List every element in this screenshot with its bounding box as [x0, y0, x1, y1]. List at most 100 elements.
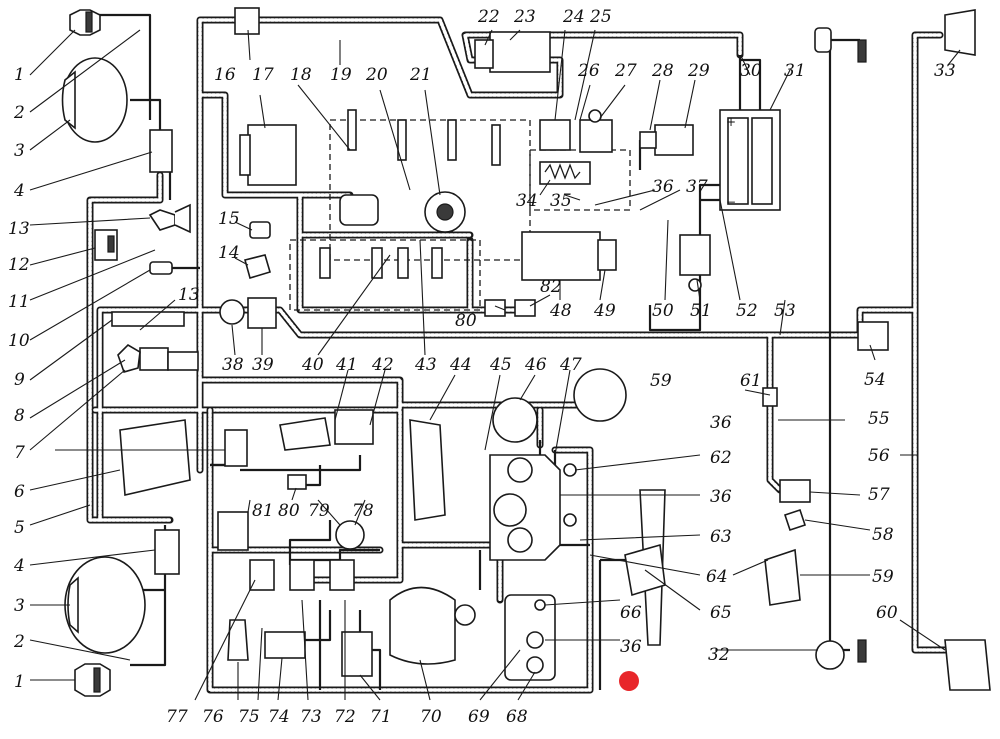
label: 1 [14, 672, 25, 692]
wiper-44 [409, 419, 446, 521]
regulator-26 [579, 109, 613, 153]
label: 36 [652, 177, 674, 197]
label: 38 [222, 355, 244, 375]
label: 26 [577, 61, 600, 81]
label: 24 [562, 7, 585, 27]
label: 16 [214, 65, 236, 85]
label: 8 [14, 406, 25, 426]
headlamp-70 [389, 586, 476, 665]
label: 25 [589, 7, 612, 27]
sensor-10 [149, 261, 200, 275]
headlamp-top [61, 57, 128, 143]
label: 3 [14, 596, 25, 616]
relay-8 [117, 343, 199, 373]
label: 50 [652, 301, 674, 321]
label: 22 [477, 7, 500, 27]
starter-48 [521, 231, 617, 281]
switch-38-39 [219, 297, 277, 329]
label-group-left: 1 2 3 4 13 12 11 10 9 8 7 6 5 4 3 2 1 [8, 65, 30, 692]
switch-74 [264, 631, 306, 659]
sensor-79 [335, 520, 365, 550]
label: 14 [218, 243, 240, 263]
label: 82 [540, 277, 562, 297]
label: 46 [524, 355, 547, 375]
spark-plugs-18 [347, 109, 501, 166]
label-group-bottom: 80 81 79 78 77 76 75 74 73 72 71 70 69 6… [166, 501, 528, 727]
sensor-15 [249, 221, 271, 239]
label: 68 [506, 707, 528, 727]
label: 65 [710, 603, 732, 623]
label: 28 [651, 61, 674, 81]
label: 13 [178, 285, 200, 305]
switch-54 [857, 321, 889, 351]
pump-51 [679, 234, 711, 292]
label: 73 [300, 707, 322, 727]
label: 51 [690, 301, 712, 321]
label: 49 [593, 301, 616, 321]
label: 5 [14, 518, 25, 538]
fuse-blocks-72-77 [249, 559, 355, 591]
label: 23 [513, 7, 536, 27]
label: 17 [252, 65, 274, 85]
label: 63 [710, 527, 732, 547]
svg-text:−: − [726, 195, 736, 209]
label: 41 [335, 355, 358, 375]
label: 33 [934, 61, 956, 81]
connector-61 [762, 387, 778, 407]
label: 77 [166, 707, 188, 727]
label: 75 [238, 707, 260, 727]
label: 19 [330, 65, 352, 85]
label: 15 [218, 209, 240, 229]
label: 59 [872, 567, 894, 587]
relay-57 [779, 479, 811, 503]
label-group-top: 16 17 18 19 20 21 22 23 24 25 26 27 28 2… [214, 7, 956, 85]
label: 64 [706, 567, 728, 587]
label: 10 [8, 331, 30, 351]
label: 45 [489, 355, 512, 375]
vent-grille-59 [573, 368, 627, 422]
label-group-middle: 15 14 13 38 39 40 41 42 43 80 82 48 49 5… [178, 209, 886, 390]
label: 13 [8, 219, 30, 239]
label: 40 [301, 355, 324, 375]
label: 55 [868, 409, 890, 429]
label: 21 [409, 65, 432, 85]
label: 66 [620, 603, 642, 623]
label: 1 [14, 65, 25, 85]
label: 9 [14, 370, 25, 390]
label: 2 [13, 632, 25, 652]
ignition-coil-20 [339, 194, 379, 226]
starter-23 [474, 31, 551, 73]
label: 56 [868, 446, 890, 466]
label: 78 [352, 501, 374, 521]
junction-block-top [149, 129, 173, 173]
dashed-enclosures [289, 119, 631, 311]
headlamp-bottom [64, 556, 146, 654]
gauge-81 [217, 511, 249, 551]
switch-58 [783, 508, 807, 532]
label: 76 [202, 707, 224, 727]
connector-80-lower [287, 474, 307, 490]
label: 39 [252, 355, 274, 375]
label: 80 [455, 311, 477, 331]
ground-post-top [814, 27, 867, 63]
leader-lines [29, 29, 961, 701]
label: 59 [650, 371, 672, 391]
label: 70 [420, 707, 442, 727]
lamp-33 [944, 9, 976, 56]
sensor-14 [244, 254, 271, 280]
label: 32 [708, 645, 730, 665]
label: 62 [710, 448, 732, 468]
label-group-center: 34 35 36 37 44 45 46 47 59 61 55 56 57 5… [449, 177, 894, 587]
distributor-21 [424, 191, 466, 233]
label: 36 [620, 637, 642, 657]
label: 79 [308, 501, 330, 521]
label: 27 [614, 61, 637, 81]
label: 12 [8, 255, 30, 275]
label: 71 [370, 707, 392, 727]
label: 61 [740, 371, 762, 391]
relay-71 [341, 631, 373, 677]
label-group-right: 36 62 36 63 65 66 36 32 60 [620, 413, 898, 665]
motor-29 [639, 124, 694, 156]
